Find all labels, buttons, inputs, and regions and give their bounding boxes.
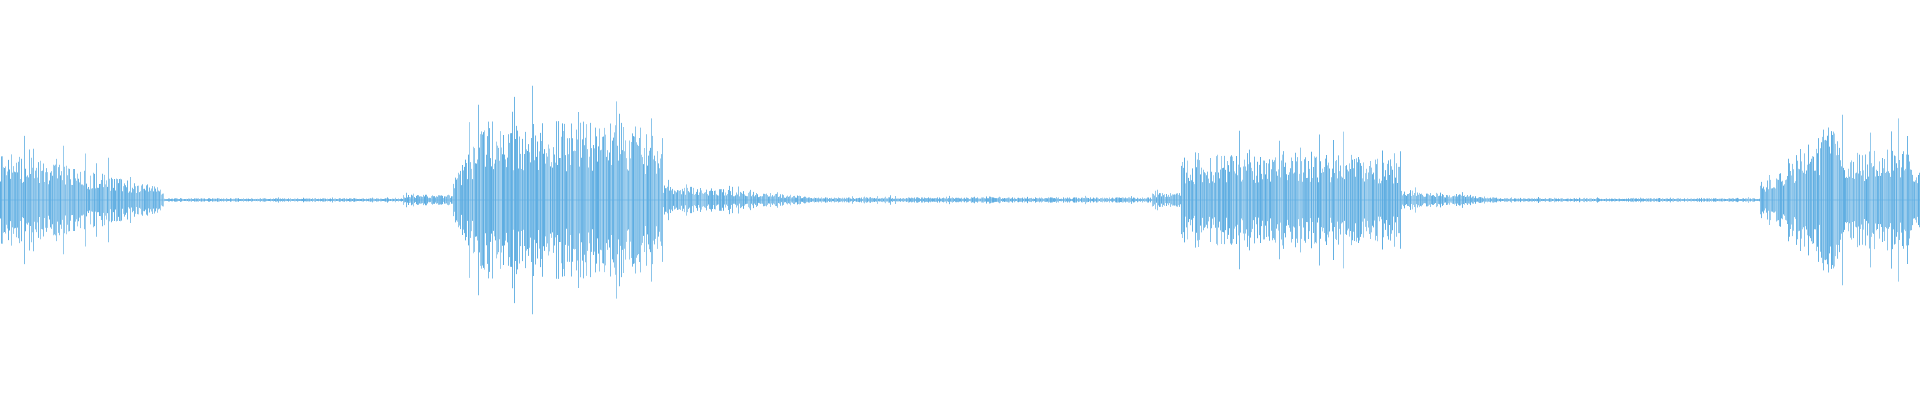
audio-waveform: [0, 85, 1920, 315]
waveform-panel: [0, 85, 1920, 315]
